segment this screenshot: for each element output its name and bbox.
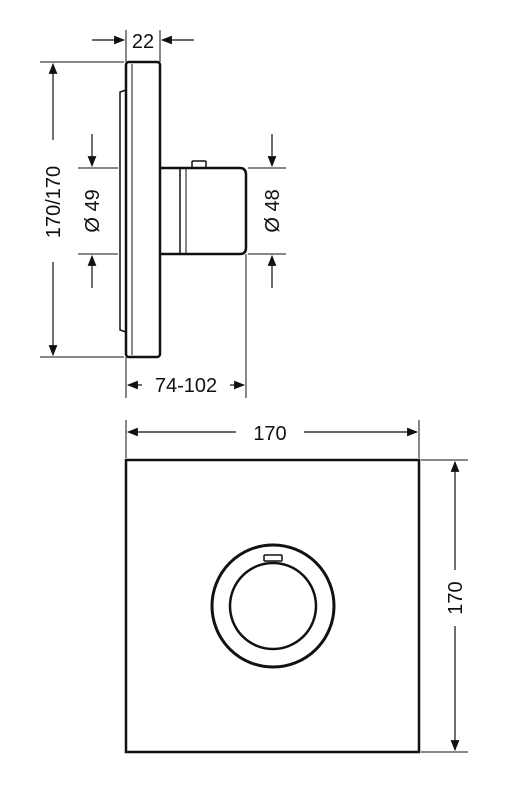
right-diameter-label: Ø 48 [262, 189, 284, 232]
dimension-projection: 74-102 [125, 254, 247, 398]
projection-label: 74-102 [155, 375, 217, 397]
front-knob [210, 543, 336, 669]
dimension-right-diameter: Ø 48 [248, 134, 286, 288]
dimension-front-height: 170 [421, 459, 468, 753]
side-view: 22 170/170 Ø 49 Ø 48 [40, 30, 286, 398]
front-cover-plate [124, 458, 421, 754]
front-view: 170 170 [124, 420, 468, 754]
plate-height-label: 170/170 [43, 166, 65, 238]
dimension-plate-height: 170/170 [40, 61, 124, 358]
front-height-label: 170 [445, 581, 467, 614]
left-diameter-label: Ø 49 [82, 189, 104, 232]
dimension-left-diameter: Ø 49 [78, 134, 118, 288]
dimension-depth: 22 [92, 30, 194, 62]
dimension-front-width: 170 [125, 420, 420, 458]
side-knob [160, 160, 248, 256]
front-width-label: 170 [253, 423, 286, 445]
depth-label: 22 [132, 31, 154, 53]
side-cover-plate [119, 60, 162, 359]
